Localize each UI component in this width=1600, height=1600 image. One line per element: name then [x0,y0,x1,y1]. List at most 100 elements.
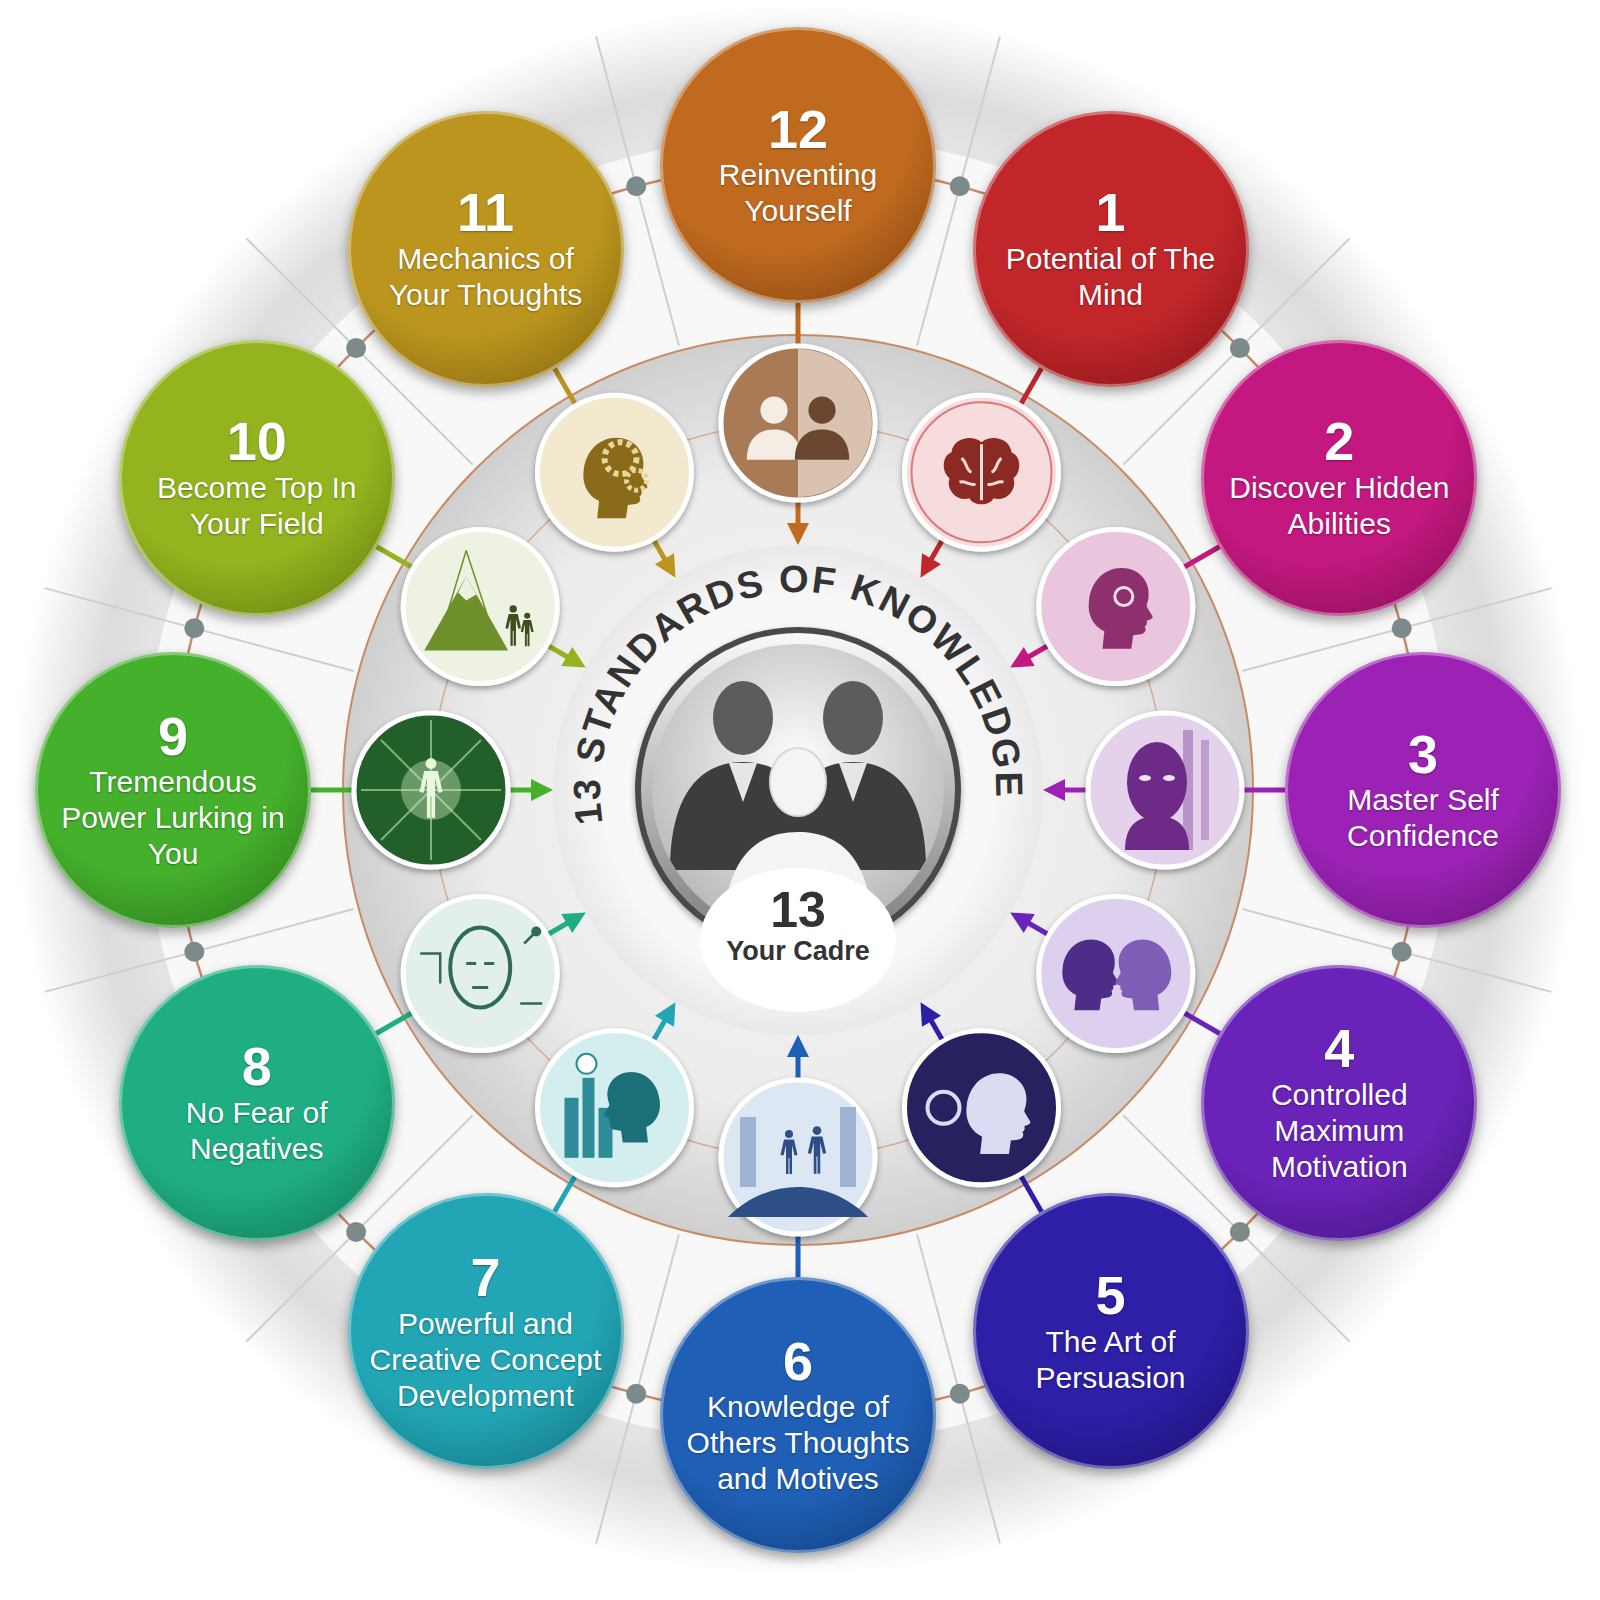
two-heads-icon [1115,940,1171,1011]
arrowhead [921,1002,942,1027]
node-content: 4Controlled Maximum Motivation [1221,1020,1457,1185]
center-node: 13Your Cadre [553,545,1043,1035]
face-circuit-icon [420,932,542,1004]
ring-dots [184,942,204,962]
cadre-emblem [839,763,867,802]
radiant-figure-icon [354,713,508,867]
topic-circle: 8No Fear of Negatives [119,965,395,1241]
two-busts-icon [721,346,875,500]
arrowhead [1010,913,1035,934]
arrowhead [787,1035,809,1057]
ring-dots [184,618,204,638]
head-icon [1039,530,1193,684]
arrowhead [655,1002,676,1027]
arrowhead [531,779,553,801]
ring-dots [626,1384,646,1404]
city-head-icon [583,1078,595,1158]
cadre-emblem [713,681,773,755]
callout-number: 10 [139,413,375,470]
callout-number: 9 [55,708,291,765]
profile-icon [905,1031,1059,1185]
profile-icon [905,1031,1059,1185]
node-content: 2Discover Hidden Abilities [1221,413,1457,542]
gear-head-icon [583,438,647,519]
head-icon [1115,588,1133,606]
topic-circle: 2Discover Hidden Abilities [1201,340,1477,616]
profile-icon [966,1073,1030,1154]
arrowhead [787,523,809,545]
ring-dots [1392,942,1412,962]
city-head-icon [538,1031,692,1185]
callout-number: 5 [993,1267,1229,1324]
city-head-icon [577,1054,597,1074]
node-content: 3Master Self Confidence [1305,726,1541,855]
node-label: Tremendous Power Lurking in You [55,764,291,872]
callout-number: 1 [993,184,1229,241]
node-content: 8No Fear of Negatives [139,1038,375,1167]
face-icon [1201,740,1209,840]
two-busts-icon [721,346,875,500]
topic-circle: 12Reinventing Yourself [660,27,936,303]
node-label: Your Cadre [553,935,1043,967]
node-content: 1Potential of The Mind [993,184,1229,313]
callout-number: 3 [1305,726,1541,783]
brain-icon [912,402,1052,542]
arrowhead [1010,647,1035,668]
walkers-icon [781,1130,798,1174]
face-icon [1088,713,1242,867]
node-content: 10Become Top In Your Field [139,413,375,542]
topic-circle: 6Knowledge of Others Thoughts and Motive… [660,1277,936,1553]
node-content: 6Knowledge of Others Thoughts and Motive… [680,1333,916,1498]
background-disc [13,5,1583,1575]
node-content: 7Powerful and Creative Concept Developme… [368,1249,604,1414]
two-heads-icon [1115,940,1171,1011]
walkers-icon [808,1126,826,1174]
gear-head-icon [538,395,692,549]
face-circuit-icon [466,964,494,988]
two-busts-icon [795,397,849,460]
radiant-figure-icon [361,720,501,860]
topic-circle: 11Mechanics of Your Thoughts [348,111,624,387]
node-label: Master Self Confidence [1305,782,1541,854]
city-head-icon [604,1072,660,1143]
icon-ring [431,423,1165,1157]
node-label: Powerful and Creative Concept Developmen… [368,1306,604,1414]
arrowhead [561,647,586,668]
city-head-icon [538,1031,692,1185]
face-circuit-icon [403,897,557,1051]
ring-dots [346,338,366,358]
arrowhead [561,912,586,933]
topic-circle: 7Powerful and Creative Concept Developme… [348,1193,624,1469]
radiant-figure-icon [419,758,442,818]
walkers-icon [728,1187,868,1217]
mountain-icon [440,551,494,637]
ring-line [173,165,1423,1415]
mountain-icon [458,577,476,601]
diagram-title: 13 STANDARDS OF KNOWLEDGE [566,558,1030,827]
ring-dots [950,176,970,196]
mountain-icon [521,613,534,646]
callout-number: 13 [553,885,1043,935]
cadre-emblem [823,681,883,755]
cadre-emblem [553,545,1043,1035]
two-heads-icon [1039,897,1193,1051]
ring-dots [950,1384,970,1404]
topic-circle: 10Become Top In Your Field [119,340,395,616]
city-head-icon [565,1098,579,1158]
callout-number: 6 [680,1333,916,1390]
city-head-icon [604,1072,660,1143]
title-text: 13 STANDARDS OF KNOWLEDGE [566,558,1030,827]
two-heads-icon [1039,897,1193,1051]
topic-circle: 1Potential of The Mind [973,111,1249,387]
walkers-icon [840,1107,856,1187]
face-icon [1139,775,1151,781]
topic-circle: 5The Art of Persuasion [973,1193,1249,1469]
callout-number: 12 [680,101,916,158]
gear-head-icon [538,395,692,549]
node-label: Reinventing Yourself [680,157,916,229]
inner-disc [343,335,1253,1245]
head-icon [1089,568,1153,649]
node-label: Potential of The Mind [993,241,1229,313]
callout-number: 8 [139,1038,375,1095]
